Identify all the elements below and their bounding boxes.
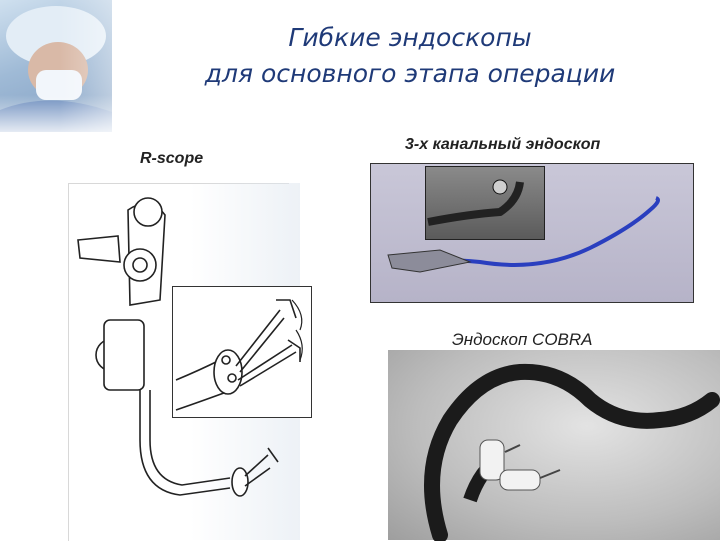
slide-title-line-2: для основного этапа операции bbox=[204, 59, 616, 88]
three-channel-caption: 3-х канальный эндоскоп bbox=[405, 136, 601, 153]
tip-detail-inset bbox=[172, 286, 312, 418]
photo-fade-bottom bbox=[0, 95, 200, 145]
slide-title-line-1: Гибкие эндоскопы bbox=[288, 23, 532, 52]
r-scope-caption: R-scope bbox=[140, 150, 204, 167]
cobra-caption: Эндоскоп COBRA bbox=[452, 330, 593, 349]
three-channel-tip-inset bbox=[425, 166, 545, 240]
